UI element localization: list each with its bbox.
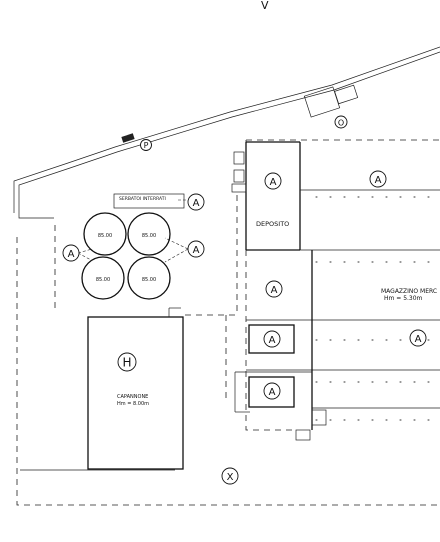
marker-a-room-upper: A <box>263 330 281 348</box>
marker-p: P <box>140 139 152 151</box>
marker-h: H <box>117 352 137 372</box>
marker-a-tank-header: A <box>187 193 205 211</box>
building-o <box>303 84 359 118</box>
marker-o: O <box>334 115 348 129</box>
svg-text:X: X <box>227 472 234 483</box>
gate-p <box>121 133 135 143</box>
label-tank-header: SERBATOI INTERRATI <box>119 196 166 202</box>
marker-a-tanks-right: A <box>187 240 205 258</box>
capannone-building <box>87 307 184 470</box>
svg-text:A: A <box>193 198 200 209</box>
dashed-walls <box>54 195 238 400</box>
tank-2: 85.00 <box>127 212 171 256</box>
svg-text:A: A <box>269 387 276 398</box>
svg-text:P: P <box>144 141 149 150</box>
warehouse-complex <box>231 139 440 441</box>
svg-text:85.00: 85.00 <box>142 233 156 239</box>
svg-text:85.00: 85.00 <box>98 233 112 239</box>
marker-a-deposito: A <box>264 172 282 190</box>
label-magazzino-line1: MAGAZZINO MERC <box>381 288 437 295</box>
label-capannone-line2: Hm = 8.00m <box>117 401 149 407</box>
svg-text:A: A <box>271 285 278 296</box>
site-boundary <box>13 46 440 506</box>
marker-a-tanks-left: A <box>62 244 80 262</box>
warehouse-dotted-grid <box>315 196 440 421</box>
svg-text:A: A <box>68 249 75 260</box>
marker-a-room-lower: A <box>263 382 281 400</box>
label-deposito: DEPOSITO <box>256 220 289 228</box>
svg-text:A: A <box>193 245 200 256</box>
north-marker: V <box>261 0 269 12</box>
marker-a-warehouse-top: A <box>369 170 387 188</box>
tank-4: 85.00 <box>127 256 171 300</box>
svg-text:A: A <box>415 334 422 345</box>
svg-text:A: A <box>375 175 382 186</box>
label-capannone-line1: CAPANNONE <box>117 394 148 400</box>
label-magazzino-line2: Hm = 5.30m <box>384 295 423 302</box>
svg-text:O: O <box>338 119 344 128</box>
tank-1: 85.00 <box>83 212 127 256</box>
tank-header-box <box>113 193 188 209</box>
tank-3: 85.00 <box>81 256 125 300</box>
svg-text:H: H <box>122 356 131 370</box>
tank-leaders <box>77 237 189 263</box>
svg-text:85.00: 85.00 <box>142 277 156 283</box>
svg-text:A: A <box>269 335 276 346</box>
marker-a-warehouse-right: A <box>409 329 427 347</box>
svg-text:85.00: 85.00 <box>96 277 110 283</box>
marker-a-warehouse-mid: A <box>265 280 283 298</box>
marker-x: X <box>221 467 239 485</box>
svg-text:A: A <box>270 177 277 188</box>
